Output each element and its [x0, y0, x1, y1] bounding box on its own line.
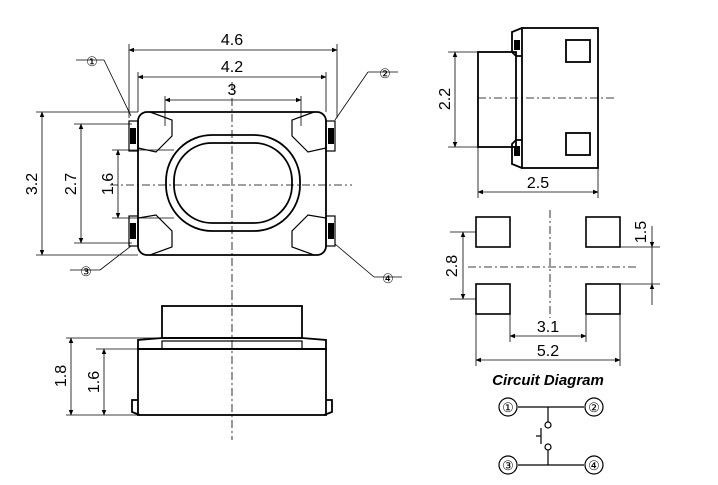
circuit-pin-3 [498, 455, 518, 475]
dim-side-height: 2.2 [437, 88, 454, 110]
circuit-pin-2 [584, 397, 604, 417]
pin-label-1: ① [86, 54, 98, 69]
pin-label-3: ③ [80, 264, 92, 279]
dim-side-depth: 2.5 [527, 175, 549, 192]
actuator-inner [173, 142, 293, 224]
side-view: 2.2 2.5 [437, 27, 614, 198]
footprint-view: 2.8 1.5 3.1 5.2 [444, 210, 660, 366]
dim-pitch-vertical: 2.8 [444, 255, 461, 277]
pin-label-2: ② [379, 66, 391, 81]
dim-button-height: 1.6 [100, 173, 117, 195]
circuit-pin-1-label: ① [502, 400, 514, 415]
front-view: 1.8 1.6 [53, 292, 333, 440]
circuit-pin-4-label: ④ [588, 458, 600, 473]
dim-outer-span: 5.2 [537, 343, 559, 360]
pad-2 [585, 216, 621, 248]
side-plunger [477, 51, 517, 148]
pad-1 [475, 216, 511, 248]
top-view: 4.6 4.2 3 3.2 2.7 1.6 ① ② ③ [24, 32, 402, 292]
dim-pad-height: 1.5 [633, 221, 650, 243]
actuator-outer [165, 134, 301, 232]
circuit-pin-3-label: ③ [502, 458, 514, 473]
dim-front-body-height: 1.6 [86, 371, 103, 393]
dim-body-width: 4.2 [221, 59, 243, 76]
dim-body-height: 2.7 [63, 173, 80, 195]
pad-3 [475, 283, 511, 315]
switch-body [137, 111, 327, 256]
front-body [137, 348, 327, 416]
dim-overall-height: 3.2 [24, 173, 41, 195]
pin-label-4: ④ [382, 271, 394, 286]
side-body [521, 27, 599, 169]
dim-inner-span: 3.1 [537, 319, 559, 336]
terminal-1 [128, 120, 139, 152]
circuit-pin-2-label: ② [588, 400, 600, 415]
dim-overall-width: 4.6 [221, 32, 243, 49]
circuit-pin-1 [498, 397, 518, 417]
circuit-pin-4 [584, 455, 604, 475]
dim-window-width: 3 [228, 82, 237, 99]
dim-front-total-height: 1.8 [53, 365, 70, 387]
circuit-title: Circuit Diagram [492, 372, 604, 389]
terminal-2 [325, 120, 336, 152]
pad-4 [585, 283, 621, 315]
terminal-3 [128, 215, 139, 247]
circuit-diagram: Circuit Diagram ① ② ③ ④ [492, 372, 604, 475]
terminal-4 [325, 215, 336, 247]
